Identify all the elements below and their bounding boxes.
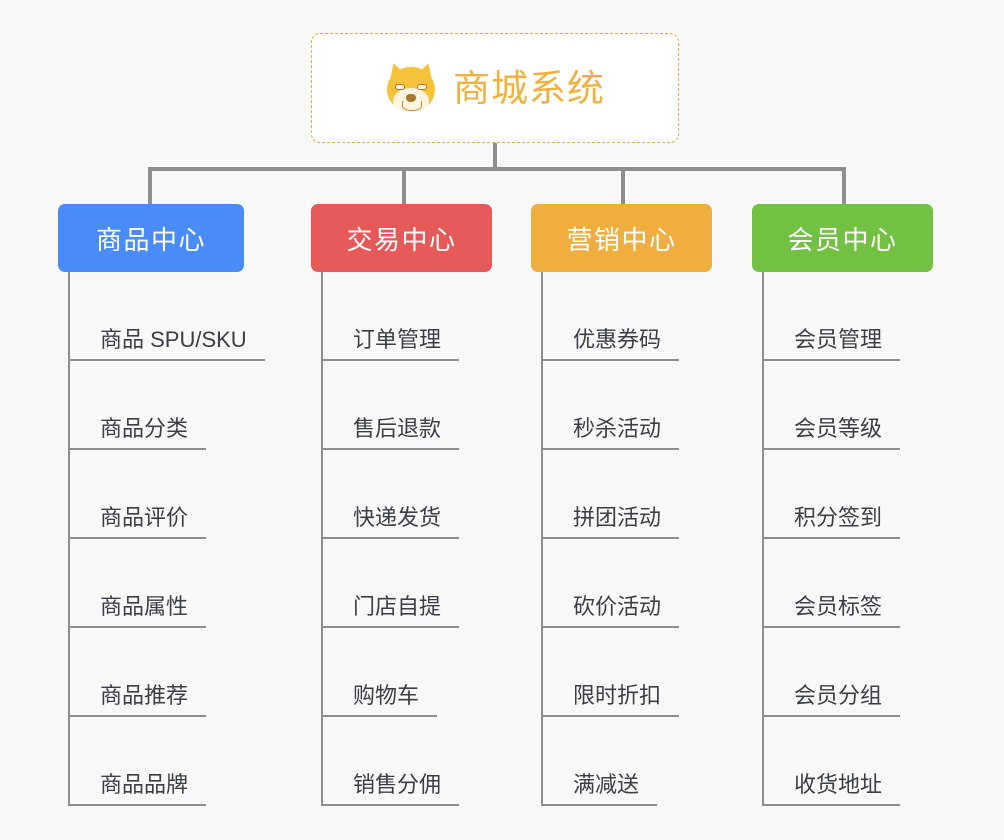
connector-drop-4 xyxy=(842,167,846,207)
connector-drop-2 xyxy=(402,167,406,207)
dog-face-icon xyxy=(384,60,438,114)
leaf-item[interactable]: 商品 SPU/SKU xyxy=(70,272,265,361)
branch-交易中心: 交易中心 订单管理 售后退款 快递发货 门店自提 购物车 销售分佣 xyxy=(311,204,492,806)
leaf-label: 商品属性 xyxy=(70,594,207,628)
leaf-label: 商品分类 xyxy=(70,416,207,450)
connector-horizontal-bus xyxy=(148,167,846,171)
leaf-item[interactable]: 销售分佣 xyxy=(323,717,492,806)
branch-header-label: 会员中心 xyxy=(787,224,898,255)
leaf-label: 商品推荐 xyxy=(70,683,207,717)
branch-body-4: 会员管理 会员等级 积分签到 会员标签 会员分组 收货地址 xyxy=(762,272,933,806)
leaf-item[interactable]: 商品属性 xyxy=(70,539,244,628)
leaf-label: 拼团活动 xyxy=(543,505,680,539)
leaf-label: 限时折扣 xyxy=(543,683,680,717)
branch-body-3: 优惠券码 秒杀活动 拼团活动 砍价活动 限时折扣 满减送 xyxy=(541,272,712,806)
leaf-label: 购物车 xyxy=(323,683,438,717)
leaf-label: 满减送 xyxy=(543,772,658,806)
leaf-item[interactable]: 满减送 xyxy=(543,717,712,806)
branch-header-3[interactable]: 营销中心 xyxy=(531,204,712,272)
leaf-label: 秒杀活动 xyxy=(543,416,680,450)
leaf-item[interactable]: 限时折扣 xyxy=(543,628,712,717)
leaf-item[interactable]: 购物车 xyxy=(323,628,492,717)
leaf-item[interactable]: 积分签到 xyxy=(764,450,933,539)
root-node-content: 商城系统 xyxy=(384,60,605,114)
root-node[interactable]: 商城系统 xyxy=(311,33,679,143)
connector-drop-3 xyxy=(621,167,625,207)
connector-root-stub xyxy=(493,143,497,171)
root-title: 商城系统 xyxy=(453,67,605,109)
leaf-label: 砍价活动 xyxy=(543,594,680,628)
leaf-label: 销售分佣 xyxy=(323,772,460,806)
leaf-label: 收货地址 xyxy=(764,772,901,806)
leaf-item[interactable]: 会员分组 xyxy=(764,628,933,717)
branch-header-4[interactable]: 会员中心 xyxy=(752,204,933,272)
leaf-label: 会员标签 xyxy=(764,594,901,628)
leaf-label: 会员等级 xyxy=(764,416,901,450)
leaf-label: 快递发货 xyxy=(323,505,460,539)
leaf-item[interactable]: 商品分类 xyxy=(70,361,244,450)
leaf-item[interactable]: 订单管理 xyxy=(323,272,492,361)
leaf-label: 售后退款 xyxy=(323,416,460,450)
branch-header-1[interactable]: 商品中心 xyxy=(58,204,244,272)
leaf-item[interactable]: 商品品牌 xyxy=(70,717,244,806)
leaf-label: 订单管理 xyxy=(323,327,460,361)
leaf-item[interactable]: 商品评价 xyxy=(70,450,244,539)
branch-营销中心: 营销中心 优惠券码 秒杀活动 拼团活动 砍价活动 限时折扣 满减送 xyxy=(531,204,712,806)
leaf-item[interactable]: 售后退款 xyxy=(323,361,492,450)
leaf-item[interactable]: 收货地址 xyxy=(764,717,933,806)
branch-body-2: 订单管理 售后退款 快递发货 门店自提 购物车 销售分佣 xyxy=(321,272,492,806)
leaf-label: 门店自提 xyxy=(323,594,460,628)
branch-header-label: 营销中心 xyxy=(566,224,677,255)
leaf-item[interactable]: 秒杀活动 xyxy=(543,361,712,450)
leaf-label: 商品评价 xyxy=(70,505,207,539)
leaf-item[interactable]: 门店自提 xyxy=(323,539,492,628)
leaf-label: 会员分组 xyxy=(764,683,901,717)
branch-header-label: 交易中心 xyxy=(346,224,457,255)
branch-header-label: 商品中心 xyxy=(95,224,206,255)
branch-会员中心: 会员中心 会员管理 会员等级 积分签到 会员标签 会员分组 收货地址 xyxy=(752,204,933,806)
leaf-item[interactable]: 会员标签 xyxy=(764,539,933,628)
leaf-label: 商品 SPU/SKU xyxy=(70,327,265,361)
leaf-label: 优惠券码 xyxy=(543,327,680,361)
leaf-item[interactable]: 商品推荐 xyxy=(70,628,244,717)
leaf-item[interactable]: 会员管理 xyxy=(764,272,933,361)
leaf-label: 会员管理 xyxy=(764,327,901,361)
leaf-label: 商品品牌 xyxy=(70,772,207,806)
leaf-item[interactable]: 会员等级 xyxy=(764,361,933,450)
leaf-item[interactable]: 快递发货 xyxy=(323,450,492,539)
branch-body-1: 商品 SPU/SKU 商品分类 商品评价 商品属性 商品推荐 商品品牌 xyxy=(68,272,265,806)
branch-header-2[interactable]: 交易中心 xyxy=(311,204,492,272)
branch-商品中心: 商品中心 商品 SPU/SKU 商品分类 商品评价 商品属性 商品推荐 商品品牌 xyxy=(58,204,265,806)
connector-drop-1 xyxy=(148,167,152,207)
leaf-label: 积分签到 xyxy=(764,505,901,539)
leaf-item[interactable]: 拼团活动 xyxy=(543,450,712,539)
leaf-item[interactable]: 优惠券码 xyxy=(543,272,712,361)
leaf-item[interactable]: 砍价活动 xyxy=(543,539,712,628)
